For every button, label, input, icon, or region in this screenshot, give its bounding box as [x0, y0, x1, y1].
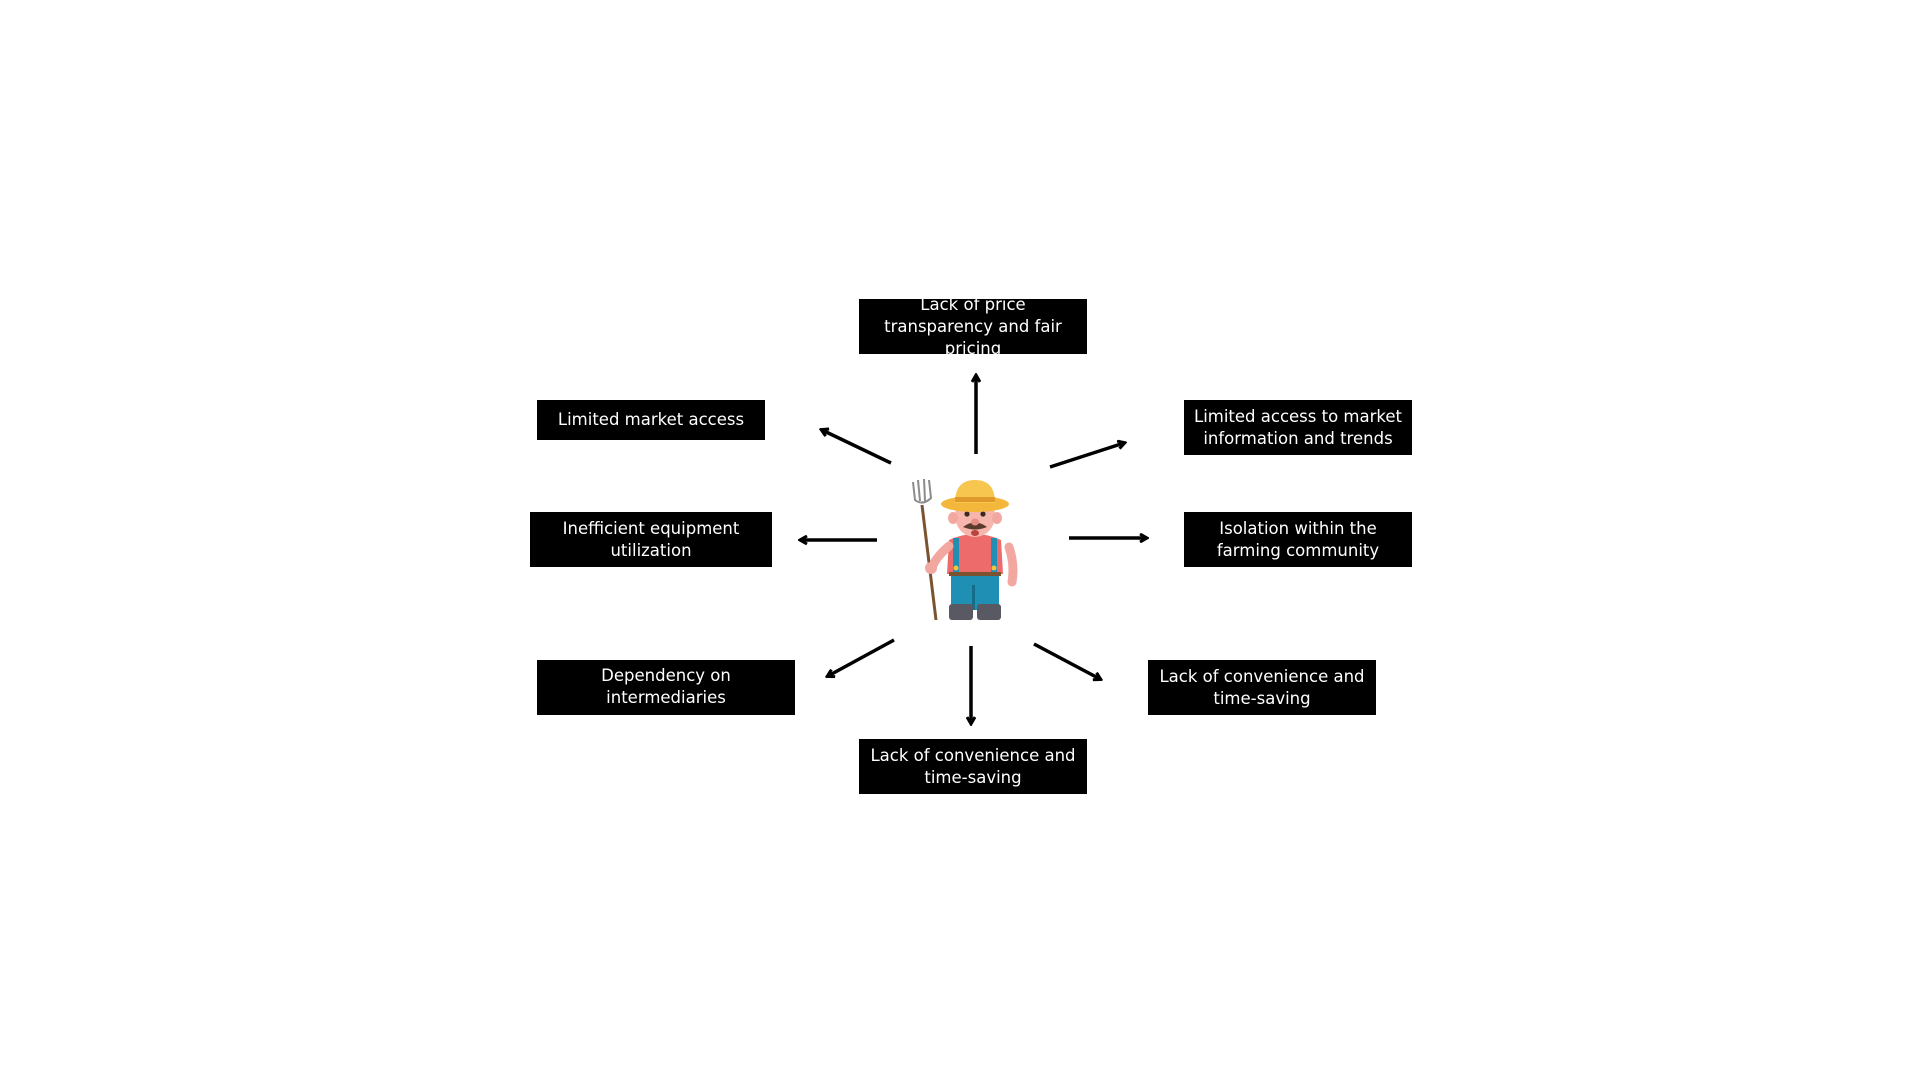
- problem-label-lower-left: Dependency on intermediaries: [601, 666, 731, 707]
- problem-box-upper-left: Limited market access: [537, 400, 765, 440]
- problem-label-upper-right: Limited access to market information and…: [1194, 406, 1402, 448]
- farmer-with-pitchfork-icon: [912, 478, 1018, 621]
- problem-box-right: Isolation within the farming community: [1184, 512, 1412, 567]
- problem-label-top: Lack of price transparency and fair pric…: [884, 294, 1062, 358]
- problem-label-right: Isolation within the farming community: [1216, 518, 1380, 560]
- problem-box-left: Inefficient equipment utilization: [530, 512, 772, 567]
- arrow-upper-left: [822, 430, 892, 465]
- problem-box-bottom: Lack of convenience and time-saving: [859, 739, 1087, 794]
- problem-label-lower-right: Lack of convenience and time-saving: [1159, 666, 1365, 708]
- problem-box-lower-left: Dependency on intermediaries: [537, 660, 795, 715]
- problem-box-top: Lack of price transparency and fair pric…: [859, 295, 1087, 358]
- problem-box-lower-right: Lack of convenience and time-saving: [1148, 660, 1376, 715]
- arrow-lower-left: [828, 638, 895, 676]
- problem-label-upper-left: Limited market access: [557, 410, 745, 429]
- arrow-lower-right: [1033, 642, 1100, 679]
- problem-box-upper-right: Limited access to market information and…: [1184, 400, 1412, 455]
- problem-label-bottom: Lack of convenience and time-saving: [870, 745, 1076, 787]
- arrow-upper-right: [1049, 443, 1124, 469]
- problem-label-left: Inefficient equipment utilization: [562, 518, 740, 560]
